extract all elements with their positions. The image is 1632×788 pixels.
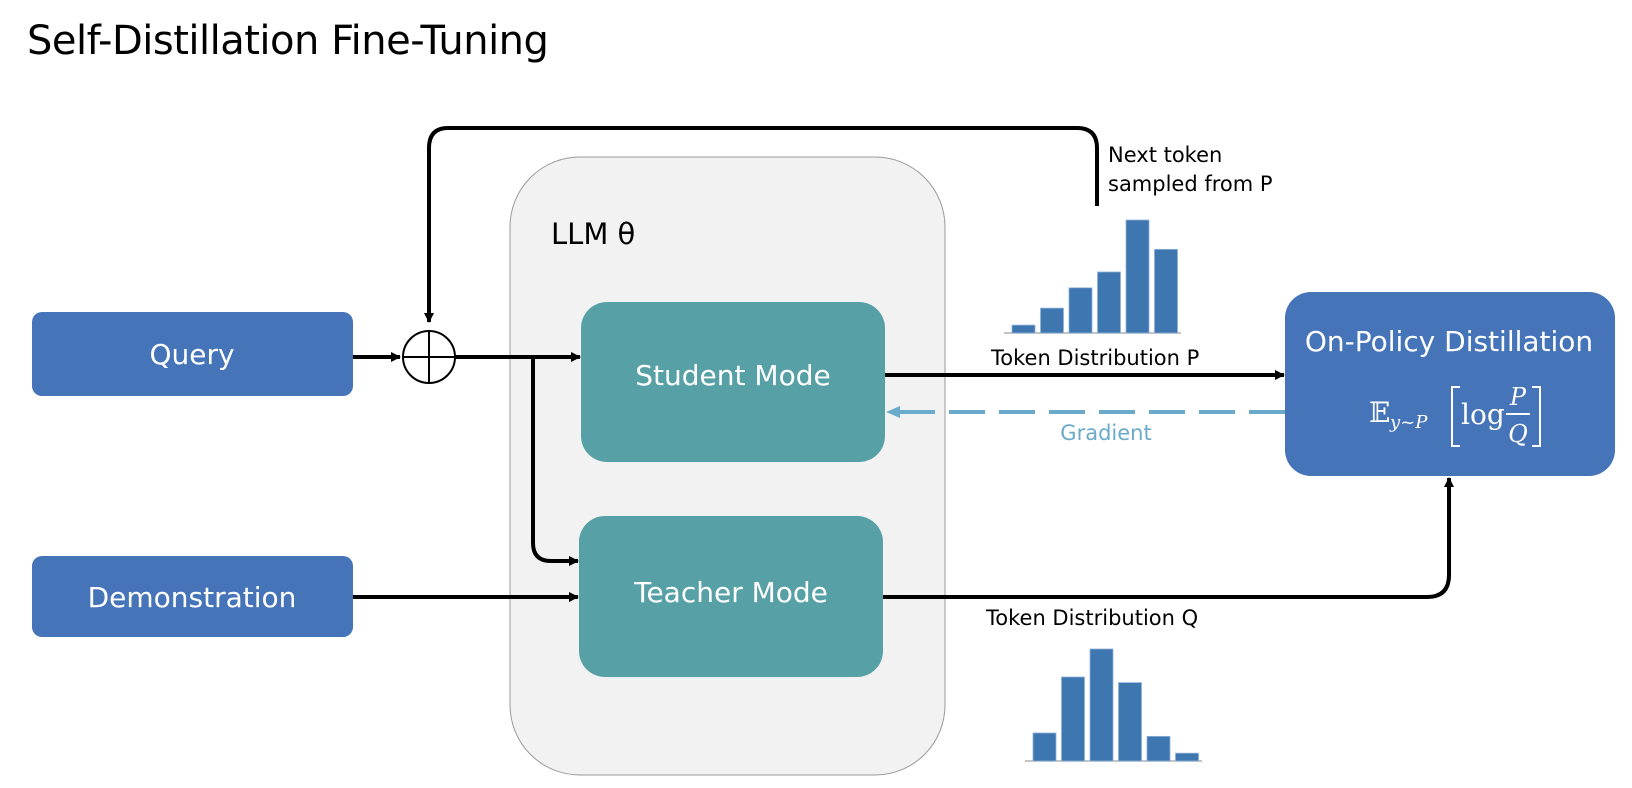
formula-denominator: Q bbox=[1508, 420, 1528, 448]
combiner-to-teacher-arrow bbox=[531, 357, 579, 566]
token-distribution-q-chart bbox=[1025, 648, 1202, 762]
bar-t1 bbox=[1032, 732, 1057, 762]
bar-t5 bbox=[1146, 735, 1171, 762]
formula-right-bracket bbox=[1532, 386, 1541, 447]
query-box[interactable]: Query bbox=[32, 312, 353, 396]
distillation-formula: 𝔼 y~P log P Q bbox=[1369, 383, 1541, 448]
teacher-mode-box[interactable]: Teacher Mode bbox=[579, 516, 883, 677]
feedback-arrow bbox=[424, 126, 1099, 323]
on-policy-distillation-box[interactable]: On-Policy Distillation 𝔼 y~P log P Q bbox=[1285, 292, 1615, 476]
diagram-title: Self-Distillation Fine-Tuning bbox=[27, 18, 549, 64]
next-token-label-line2: sampled from P bbox=[1108, 172, 1273, 196]
bar-t3 bbox=[1089, 648, 1114, 762]
bar-t6 bbox=[1154, 248, 1178, 334]
demonstration-label: Demonstration bbox=[88, 581, 297, 614]
teacher-to-distill-arrow bbox=[883, 477, 1454, 599]
bar-t6 bbox=[1175, 752, 1199, 762]
query-label: Query bbox=[149, 338, 234, 371]
bar-t4 bbox=[1097, 271, 1121, 334]
llm-container: LLM θ bbox=[509, 156, 946, 776]
student-mode-label: Student Mode bbox=[635, 359, 830, 392]
gradient-label: Gradient bbox=[1060, 421, 1151, 445]
bar-t2 bbox=[1040, 307, 1064, 334]
teacher-mode-label: Teacher Mode bbox=[633, 576, 828, 609]
formula-numerator: P bbox=[1509, 383, 1527, 411]
bar-t1 bbox=[1011, 324, 1036, 334]
student-mode-box[interactable]: Student Mode bbox=[581, 302, 885, 462]
llm-label: LLM θ bbox=[551, 217, 635, 251]
distillation-title: On-Policy Distillation bbox=[1305, 325, 1593, 358]
token-distribution-p-chart bbox=[1004, 219, 1181, 334]
bar-t3 bbox=[1068, 287, 1093, 334]
token-distribution-q-label: Token Distribution Q bbox=[985, 606, 1198, 630]
bar-t5 bbox=[1125, 219, 1150, 334]
token-distribution-p-label: Token Distribution P bbox=[990, 346, 1199, 370]
formula-left-bracket bbox=[1451, 386, 1460, 447]
formula-expectation: 𝔼 bbox=[1369, 396, 1390, 429]
bar-t4 bbox=[1118, 682, 1142, 762]
formula-subscript: y~P bbox=[1389, 412, 1428, 433]
formula-log: log bbox=[1461, 398, 1505, 431]
next-token-label-line1: Next token bbox=[1108, 143, 1222, 167]
bar-t2 bbox=[1061, 676, 1085, 762]
circle-plus-icon bbox=[402, 330, 456, 384]
demonstration-box[interactable]: Demonstration bbox=[32, 556, 353, 637]
